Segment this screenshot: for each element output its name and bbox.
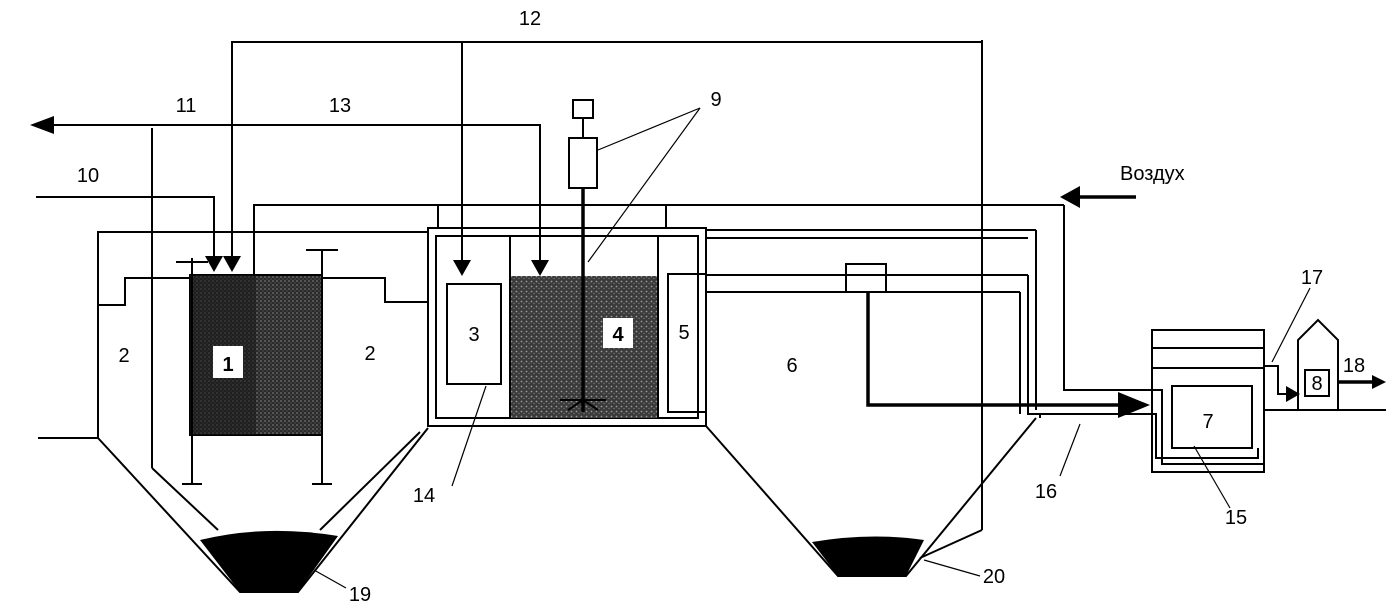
label-13: 13: [329, 95, 351, 117]
leader-lines: [313, 107, 1311, 589]
label-19: 19: [349, 584, 371, 606]
label-5: 5: [678, 322, 689, 344]
label-17: 17: [1301, 267, 1323, 289]
label-20: 20: [983, 566, 1005, 588]
label-2-left: 2: [118, 345, 129, 367]
pipe-network: [36, 41, 1150, 415]
label-3: 3: [468, 324, 479, 346]
label-11: 11: [176, 95, 197, 117]
flow-arrows: [30, 116, 1386, 418]
label-14: 14: [413, 485, 435, 507]
label-7: 7: [1202, 411, 1213, 433]
filter-block-1: [176, 249, 338, 485]
label-12: 12: [519, 8, 541, 30]
label-2-right: 2: [364, 343, 375, 365]
label-10: 10: [77, 165, 99, 187]
unit-7: [1150, 329, 1265, 473]
label-4: 4: [612, 324, 624, 346]
label-15: 15: [1225, 507, 1247, 529]
label-8: 8: [1311, 373, 1322, 395]
label-6: 6: [786, 355, 797, 377]
label-air: Воздух: [1120, 163, 1185, 185]
stirrer-9: [568, 99, 598, 189]
unit-8: [1264, 318, 1386, 411]
label-1: 1: [222, 354, 233, 376]
sludge-19: [200, 530, 338, 592]
block-3: [446, 283, 502, 385]
label-18: 18: [1343, 355, 1365, 377]
sludge-20: [812, 536, 924, 576]
settler-tank-6: [705, 40, 1041, 577]
label-16: 16: [1035, 481, 1057, 503]
label-9: 9: [710, 89, 721, 111]
